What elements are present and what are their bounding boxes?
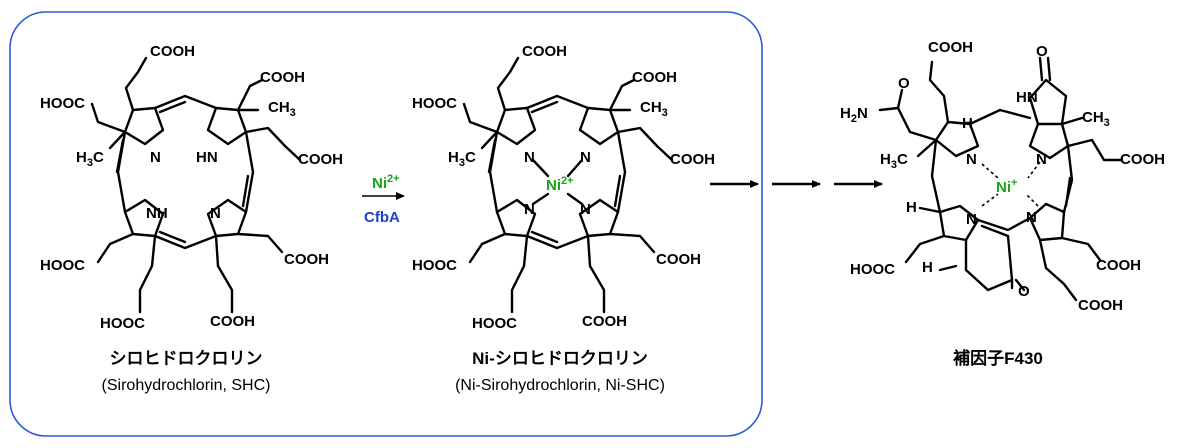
- cooh-label: COOH: [522, 43, 567, 60]
- hn-label: HN: [1016, 89, 1038, 106]
- ni-sirohydrochlorin-structure: COOH COOH HOOC CH3 H3C COOH N N N N Ni2+…: [412, 43, 715, 332]
- biosynthesis-panel-border: [9, 11, 763, 437]
- sirohydrochlorin-name-en: (Sirohydrochlorin, SHC): [102, 377, 271, 394]
- cofactor-f430-name: 補因子F430: [952, 348, 1043, 368]
- hydrogen-label: H: [962, 115, 973, 132]
- nickel-reagent-label: Ni2+: [372, 173, 400, 192]
- nh-label: NH: [146, 205, 168, 222]
- n-label: N: [1036, 151, 1047, 168]
- nickel-center-label: Ni2+: [546, 175, 574, 194]
- cofactor-f430-structure: COOH O O H2N HN H CH3 H3C COOH N N Ni+ H…: [840, 39, 1165, 314]
- cooh-label: COOH: [284, 251, 329, 268]
- h2n-label: H2N: [840, 105, 868, 125]
- cooh-label: COOH: [1120, 151, 1165, 168]
- ch3-label: CH3: [1082, 109, 1110, 129]
- cooh-label: COOH: [928, 39, 973, 56]
- n-label: N: [966, 211, 977, 228]
- chelation-arrow: Ni2+ CfbA: [362, 173, 405, 226]
- ch3-label: CH3: [640, 99, 668, 119]
- oxygen-label: O: [1018, 283, 1030, 300]
- sirohydrochlorin-structure: COOH COOH HOOC CH3 H3C COOH N HN NH N HO…: [40, 43, 343, 332]
- ni-sirohydrochlorin-name-ja: Ni-シロヒドロクロリン: [472, 349, 648, 368]
- cooh-label: COOH: [210, 313, 255, 330]
- hooc-label: HOOC: [850, 261, 895, 278]
- n-label: N: [580, 149, 591, 166]
- oxygen-label: O: [1036, 43, 1048, 60]
- cooh-label: COOH: [150, 43, 195, 60]
- n-label: N: [210, 205, 221, 222]
- n-label: N: [966, 151, 977, 168]
- cooh-label: COOH: [670, 151, 715, 168]
- n-label: N: [1026, 209, 1037, 226]
- ni-sirohydrochlorin-name-en: (Ni-Sirohydrochlorin, Ni-SHC): [455, 377, 665, 394]
- n-label: N: [580, 201, 591, 218]
- oxygen-label: O: [898, 75, 910, 92]
- hooc-label: HOOC: [412, 257, 457, 274]
- n-label: N: [524, 201, 535, 218]
- hn-label: HN: [196, 149, 218, 166]
- cooh-label: COOH: [1096, 257, 1141, 274]
- nickel-center-label: Ni+: [996, 177, 1017, 196]
- hooc-label: HOOC: [412, 95, 457, 112]
- hooc-label: HOOC: [100, 315, 145, 332]
- cooh-label: COOH: [632, 69, 677, 86]
- hydrogen-label: H: [906, 199, 917, 216]
- cooh-label: COOH: [656, 251, 701, 268]
- ch3-label: CH3: [268, 99, 296, 119]
- hooc-label: HOOC: [472, 315, 517, 332]
- cooh-label: COOH: [298, 151, 343, 168]
- n-label: N: [150, 149, 161, 166]
- sirohydrochlorin-name-ja: シロヒドロクロリン: [110, 349, 263, 368]
- hydrogen-label: H: [922, 259, 933, 276]
- cfba-enzyme-label: CfbA: [364, 209, 400, 226]
- hooc-label: HOOC: [40, 95, 85, 112]
- n-label: N: [524, 149, 535, 166]
- cooh-label: COOH: [582, 313, 627, 330]
- hooc-label: HOOC: [40, 257, 85, 274]
- cooh-label: COOH: [260, 69, 305, 86]
- cooh-label: COOH: [1078, 297, 1123, 314]
- h3c-label: H3C: [76, 149, 104, 169]
- h3c-label: H3C: [880, 151, 908, 171]
- h3c-label: H3C: [448, 149, 476, 169]
